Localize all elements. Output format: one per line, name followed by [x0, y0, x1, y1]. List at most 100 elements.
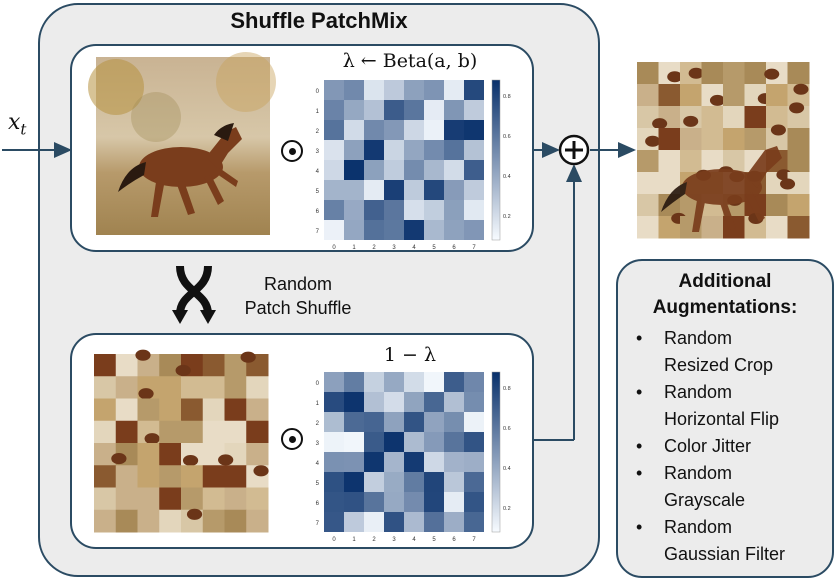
heatmap-cell — [444, 472, 464, 492]
heatmap-cell — [424, 412, 444, 432]
heatmap-cell — [464, 180, 484, 200]
heatmap-cell — [444, 392, 464, 412]
heatmap-cell — [424, 512, 444, 532]
horse-fragment — [793, 83, 809, 95]
image-patch — [246, 509, 269, 533]
heatmap-cell — [344, 392, 364, 412]
image-patch — [637, 172, 659, 195]
heatmap-y-tick: 4 — [316, 461, 320, 467]
shuffle-label-line2: Patch Shuffle — [244, 298, 352, 318]
image-patch — [787, 128, 810, 151]
heatmap-y-tick: 0 — [316, 381, 320, 387]
heatmap-x-tick: 7 — [472, 245, 476, 251]
heatmap-cell — [464, 512, 484, 532]
heatmap-cell — [404, 412, 424, 432]
heatmap-cell — [424, 432, 444, 452]
heatmap-cell — [464, 392, 484, 412]
image-patch — [723, 128, 745, 151]
heatmap-cell — [384, 100, 404, 120]
hadamard-operator-icon — [281, 140, 303, 162]
image-patch — [94, 376, 117, 399]
heatmap-cell — [464, 140, 484, 160]
heatmap-cell — [464, 100, 484, 120]
image-patch — [744, 62, 767, 85]
horse-fragment — [789, 102, 805, 114]
heatmap-cell — [384, 200, 404, 220]
image-patch — [181, 465, 204, 488]
image-patch — [787, 62, 810, 85]
image-patch — [246, 376, 269, 399]
heatmap-cell — [344, 452, 364, 472]
heatmap-cell — [344, 512, 364, 532]
heatmap-cell — [404, 392, 424, 412]
heatmap-cell — [404, 492, 424, 512]
heatmap-cell — [404, 200, 424, 220]
image-patch — [246, 420, 269, 444]
image-patch — [658, 84, 681, 107]
additional-augmentations-box: Additional Augmentations: RandomResized … — [616, 259, 834, 578]
image-patch — [637, 150, 659, 173]
heatmap-cell — [384, 412, 404, 432]
heatmap-x-tick: 4 — [412, 537, 416, 543]
horse-fragment — [688, 67, 704, 79]
heatmap-cell — [384, 392, 404, 412]
image-patch — [181, 420, 204, 444]
image-patch — [202, 376, 225, 399]
colorbar-tick: 0.8 — [503, 94, 511, 100]
heatmap-cell — [464, 372, 484, 392]
heatmap-cell — [424, 452, 444, 472]
diagram-title: Shuffle PatchMix — [230, 8, 408, 33]
heatmap-x-tick: 2 — [372, 245, 376, 251]
heatmap-cell — [364, 80, 384, 100]
heatmap-y-tick: 3 — [316, 149, 320, 155]
image-patch — [159, 376, 182, 399]
colorbar-tick: 0.4 — [503, 174, 511, 180]
heatmap-cell — [404, 120, 424, 140]
image-patch — [94, 354, 117, 377]
image-patch — [246, 398, 269, 422]
augmentations-title: Additional Augmentations: — [618, 269, 832, 321]
heatmap-y-tick: 7 — [316, 521, 320, 527]
image-patch — [701, 216, 724, 239]
heatmap-cell — [324, 140, 344, 160]
heatmap-cell — [444, 372, 464, 392]
horse-fragment — [186, 508, 203, 520]
image-patch — [137, 465, 160, 488]
heatmap-cell — [384, 512, 404, 532]
image-patch — [137, 398, 160, 422]
heatmap-cell — [384, 492, 404, 512]
heatmap-cell — [344, 432, 364, 452]
image-patch — [181, 487, 204, 511]
heatmap-cell — [344, 100, 364, 120]
image-patch — [202, 509, 225, 533]
shuffle-icon — [172, 265, 216, 324]
heatmap-y-tick: 1 — [316, 109, 320, 115]
heatmap-cell — [444, 432, 464, 452]
horse-fragment — [135, 349, 151, 361]
colorbar-tick: 0.4 — [503, 466, 511, 472]
heatmap-cell — [384, 160, 404, 180]
image-patch — [181, 376, 204, 399]
add-operator-icon — [558, 134, 590, 166]
heatmap-colorbar — [491, 79, 501, 241]
heatmap-x-tick: 3 — [392, 245, 396, 251]
image-patch — [637, 216, 659, 239]
heatmap-cell — [464, 492, 484, 512]
heatmap-cell — [464, 472, 484, 492]
heatmap-cell — [324, 392, 344, 412]
heatmap-cell — [464, 412, 484, 432]
heatmap-cell — [324, 220, 344, 240]
heatmap-cell — [444, 80, 464, 100]
image-patch — [202, 354, 225, 377]
heatmap-cell — [364, 120, 384, 140]
image-patch — [94, 443, 117, 466]
image-patch — [159, 420, 182, 444]
input-label: xt — [8, 110, 27, 139]
heatmap-x-tick: 6 — [452, 245, 456, 251]
horse-fragment — [683, 115, 699, 127]
image-patch — [159, 398, 182, 422]
image-patch — [159, 509, 182, 533]
heatmap-cell — [384, 472, 404, 492]
